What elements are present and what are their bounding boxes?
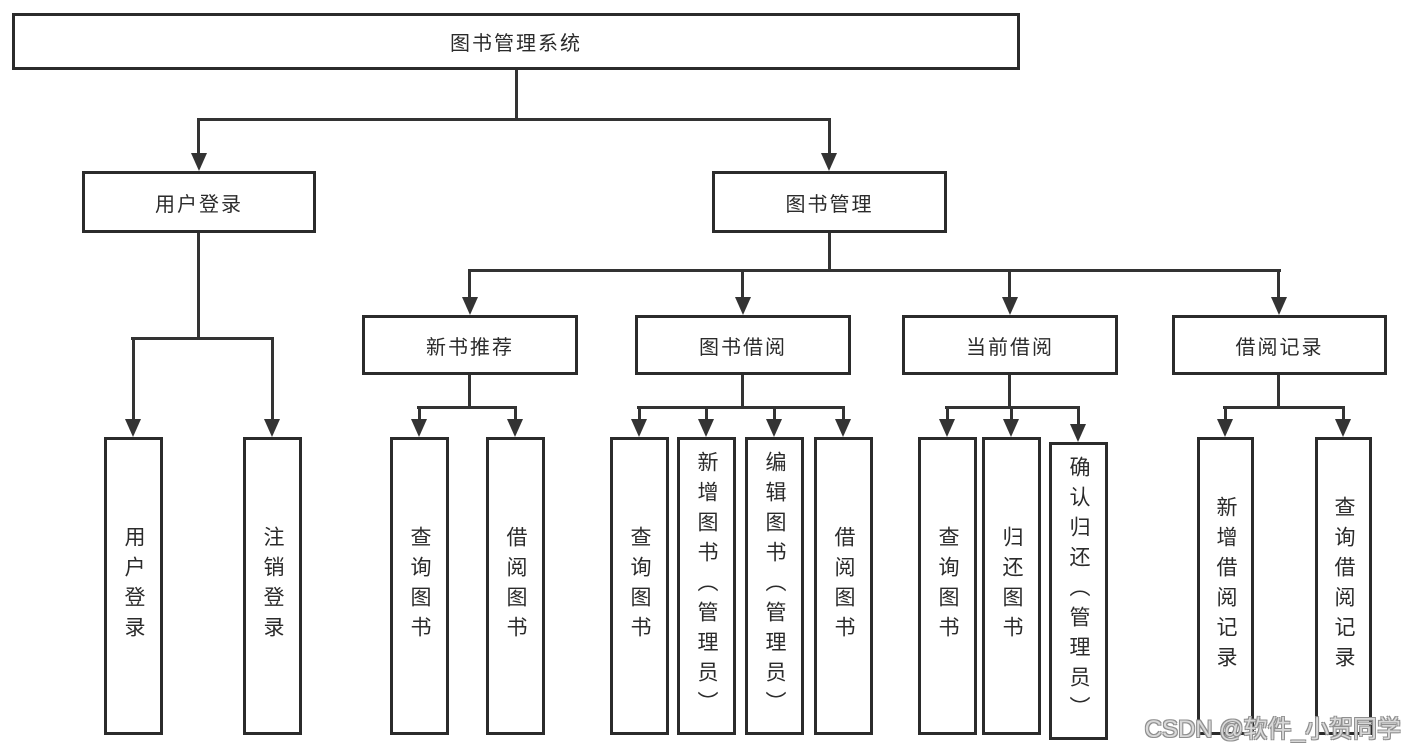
arrow-down-icon — [507, 419, 523, 437]
node-library-system: 图书管理系统 — [12, 13, 1020, 70]
node-label: 当前借阅 — [966, 336, 1054, 359]
arrow-down-icon — [1271, 297, 1287, 315]
node-new-book-recommend: 新书推荐 — [362, 315, 578, 375]
leaf-borrow-books: 借阅图书 — [814, 437, 873, 735]
node-label: 归还图书 — [1000, 526, 1023, 646]
connector-line — [514, 406, 517, 422]
connector-line — [197, 118, 831, 121]
connector-line — [842, 406, 845, 422]
arrow-down-icon — [191, 153, 207, 171]
arrow-down-icon — [125, 419, 141, 437]
connector-line — [271, 337, 274, 421]
connector-line — [468, 375, 471, 409]
node-book-management: 图书管理 — [712, 171, 947, 233]
connector-line — [132, 337, 135, 421]
arrow-down-icon — [1217, 419, 1233, 437]
leaf-logout: 注销登录 — [243, 437, 302, 735]
node-label: 借阅图书 — [832, 526, 855, 646]
connector-line — [131, 337, 274, 340]
arrow-down-icon — [631, 419, 647, 437]
arrow-down-icon — [1002, 297, 1018, 315]
node-label: 借阅图书 — [504, 526, 527, 646]
connector-line — [1277, 269, 1280, 299]
leaf-query-books-borrow: 查询图书 — [610, 437, 669, 735]
node-book-borrowing: 图书借阅 — [635, 315, 851, 375]
node-label: 借阅记录 — [1235, 336, 1324, 359]
arrow-down-icon — [1003, 419, 1019, 437]
connector-line — [1277, 375, 1280, 409]
connector-line — [828, 233, 831, 272]
node-label: 新增图书（管理员） — [695, 451, 718, 721]
leaf-query-books-current: 查询图书 — [918, 437, 977, 735]
arrow-down-icon — [1335, 419, 1351, 437]
arrow-down-icon — [735, 297, 751, 315]
leaf-add-book-admin: 新增图书（管理员） — [677, 437, 736, 735]
leaf-confirm-return-admin: 确认归还（管理员） — [1049, 442, 1108, 740]
connector-line — [468, 269, 471, 299]
leaf-borrow-books-recommend: 借阅图书 — [486, 437, 545, 735]
node-label: 用户登录 — [122, 526, 145, 646]
leaf-query-books-recommend: 查询图书 — [390, 437, 449, 735]
csdn-watermark: CSDN @软件_小贺同学 — [1144, 716, 1401, 743]
connector-line — [637, 406, 845, 409]
leaf-return-book: 归还图书 — [982, 437, 1041, 735]
node-label: 查询图书 — [408, 526, 431, 646]
connector-line — [515, 70, 518, 120]
node-label: 确认归还（管理员） — [1067, 456, 1090, 726]
connector-line — [1223, 406, 1345, 409]
connector-line — [773, 406, 776, 422]
connector-line — [741, 269, 744, 299]
node-label: 查询图书 — [936, 526, 959, 646]
node-label: 新增借阅记录 — [1214, 496, 1237, 676]
node-label: 图书借阅 — [699, 336, 787, 359]
node-user-login: 用户登录 — [82, 171, 316, 233]
arrow-down-icon — [462, 297, 478, 315]
connector-line — [828, 118, 831, 156]
node-label: 注销登录 — [261, 526, 284, 646]
arrow-down-icon — [698, 419, 714, 437]
node-label: 查询借阅记录 — [1332, 496, 1355, 676]
connector-line — [417, 406, 517, 409]
node-label: 用户登录 — [155, 193, 243, 216]
connector-line — [1224, 406, 1227, 422]
connector-line — [638, 406, 641, 422]
connector-line — [1342, 406, 1345, 422]
connector-line — [705, 406, 708, 422]
arrow-down-icon — [821, 153, 837, 171]
connector-line — [197, 118, 200, 156]
connector-line — [418, 406, 421, 422]
arrow-down-icon — [766, 419, 782, 437]
arrow-down-icon — [939, 419, 955, 437]
connector-line — [741, 375, 744, 409]
leaf-edit-book-admin: 编辑图书（管理员） — [745, 437, 804, 735]
connector-line — [197, 233, 200, 340]
node-label: 新书推荐 — [426, 336, 514, 359]
leaf-query-borrow-record: 查询借阅记录 — [1315, 437, 1372, 735]
node-label: 图书管理系统 — [450, 33, 582, 55]
arrow-down-icon — [411, 419, 427, 437]
leaf-add-borrow-record: 新增借阅记录 — [1197, 437, 1254, 735]
node-label: 编辑图书（管理员） — [763, 451, 786, 721]
connector-line — [946, 406, 949, 422]
node-borrowing-records: 借阅记录 — [1172, 315, 1387, 375]
connector-line — [1010, 406, 1013, 422]
arrow-down-icon — [1070, 424, 1086, 442]
leaf-user-login: 用户登录 — [104, 437, 163, 735]
node-current-borrowing: 当前借阅 — [902, 315, 1118, 375]
connector-line — [1077, 406, 1080, 427]
connector-line — [468, 269, 1281, 272]
node-label: 查询图书 — [628, 526, 651, 646]
node-label: 图书管理 — [785, 193, 874, 216]
connector-line — [1008, 269, 1011, 299]
arrow-down-icon — [835, 419, 851, 437]
connector-line — [1008, 375, 1011, 409]
arrow-down-icon — [264, 419, 280, 437]
